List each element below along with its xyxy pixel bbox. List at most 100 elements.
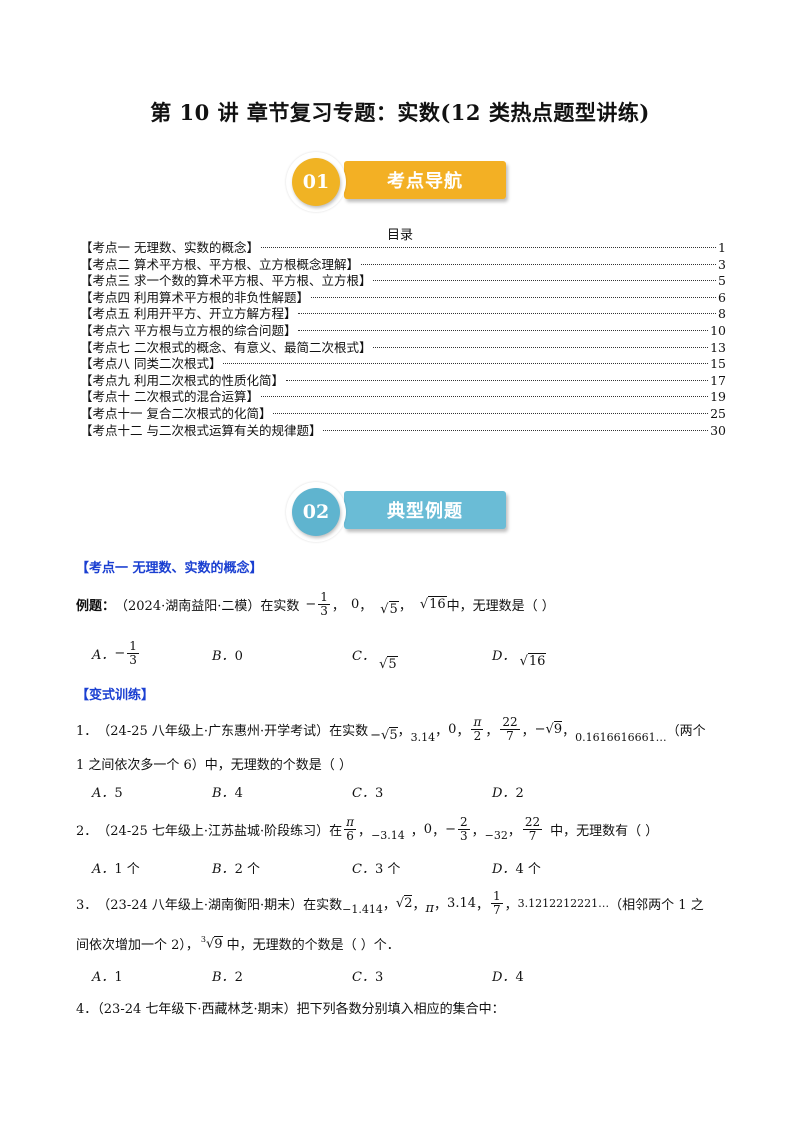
question-1: 1． （24-25 八年级上·广东惠州·开学考试）在实数 −√5 ， 3.14 …: [76, 714, 706, 744]
number: 0: [448, 721, 457, 737]
toc-leader: [223, 363, 709, 365]
number: 3.14: [447, 895, 476, 911]
radicand: 5: [389, 726, 398, 743]
option-letter: C．: [352, 862, 375, 877]
question-number: 4．: [76, 1002, 98, 1017]
option-text: 2 个: [234, 862, 260, 877]
toc-item[interactable]: 【考点一 无理数、实数的概念】1: [80, 240, 726, 257]
toc-label: 【考点三 求一个数的算术平方根、平方根、立方根】: [80, 273, 372, 289]
toc-item[interactable]: 【考点九 利用二次根式的性质化简】 17: [80, 373, 726, 390]
badge-number: 01: [292, 158, 340, 206]
q2-option-b[interactable]: B．2 个: [212, 858, 260, 877]
option-text: 1 个: [114, 862, 140, 877]
toc-page: 5: [718, 273, 726, 289]
toc-page: 30: [710, 422, 726, 438]
numerator: π: [344, 814, 357, 830]
toc-item[interactable]: 【考点三 求一个数的算术平方根、平方根、立方根】 5: [80, 273, 726, 290]
q3-option-c[interactable]: C．3: [352, 966, 383, 985]
toc-item[interactable]: 【考点七 二次根式的概念、有意义、最简二次根式】13: [80, 340, 726, 357]
toc-label: 【考点二 算术平方根、平方根、立方根概念理解】: [80, 256, 359, 272]
toc-item[interactable]: 【考点四 利用算术平方根的非负性解题】6: [80, 290, 726, 307]
minus-sign: −: [114, 646, 126, 661]
section-banner-navigation: 01 考点导航: [286, 152, 512, 212]
question-4: 4．（23-24 七年级下·西藏林芝·期末）把下列各数分别填入相应的集合中：: [76, 998, 505, 1017]
example-label: 例题：: [76, 598, 116, 614]
q1-option-b[interactable]: B．4: [212, 782, 243, 801]
root-index: 3: [200, 935, 206, 945]
option-text: 4: [515, 970, 524, 985]
example-tail: 中，无理数是（ ）: [446, 598, 555, 614]
number: −32: [484, 828, 508, 842]
option-letter: C．: [352, 786, 375, 801]
badge-number: 02: [292, 488, 340, 536]
option-d[interactable]: D． √16: [492, 645, 547, 669]
sqrt-expression: √5: [380, 600, 399, 617]
q2-option-c[interactable]: C．3 个: [352, 858, 400, 877]
option-text: 3: [374, 786, 384, 801]
neg-sqrt: −√5: [370, 726, 398, 743]
toc-item[interactable]: 【考点十二 与二次根式运算有关的规律题】 30: [80, 423, 726, 440]
denominator: 7: [528, 828, 537, 843]
section-title: 【考点一 无理数、实数的概念】: [76, 561, 263, 576]
q2-option-a[interactable]: A．1 个: [92, 858, 140, 877]
option-text: 2: [234, 970, 243, 985]
radicand: 2: [404, 894, 413, 911]
radicand: 16: [527, 653, 547, 669]
q1-option-c[interactable]: C．3: [352, 782, 383, 801]
q1-option-d[interactable]: D．2: [492, 782, 524, 801]
toc-page: 8: [718, 306, 726, 322]
option-text: 2: [515, 786, 524, 801]
line-text: 间依次增加一个 2），: [76, 938, 199, 953]
numerator: 22: [500, 714, 520, 730]
numerator: 2: [458, 814, 470, 830]
toc-item[interactable]: 【考点十 二次根式的混合运算】19: [80, 389, 726, 406]
pi-symbol: π: [425, 900, 435, 916]
numerator: 1: [127, 639, 139, 654]
option-text: 0: [234, 649, 243, 664]
sqrt-expression: √16: [519, 653, 547, 669]
radicand: 16: [428, 595, 447, 612]
q3-option-d[interactable]: D．4: [492, 966, 524, 985]
radicand: 9: [214, 935, 223, 952]
toc-item[interactable]: 【考点二 算术平方根、平方根、立方根概念理解】3: [80, 257, 726, 274]
number: 3.1212212221…: [517, 896, 610, 910]
toc-item[interactable]: 【考点五 利用开平方、开立方解方程】8: [80, 306, 726, 323]
toc-item[interactable]: 【考点八 同类二次根式】15: [80, 356, 726, 373]
toc-label: 【考点九 利用二次根式的性质化简】: [80, 372, 284, 388]
toc-item[interactable]: 【考点六 平方根与立方根的综合问题】10: [80, 323, 726, 340]
denominator: 2: [473, 728, 482, 743]
toc-label: 【考点十二 与二次根式运算有关的规律题】: [80, 422, 322, 438]
option-c[interactable]: C． √5: [352, 645, 398, 672]
option-text: 4: [234, 786, 243, 801]
q2-option-d[interactable]: D．4 个: [492, 858, 541, 877]
toc-leader: [298, 313, 717, 315]
option-letter: A．: [92, 648, 115, 663]
line-text: 中，无理数的个数是（ ）个．: [226, 938, 400, 953]
radicand: 9: [553, 720, 563, 737]
separator: ，: [398, 598, 412, 614]
page-title: 第 10 讲 章节复习专题：实数(12 类热点题型讲练): [150, 100, 650, 125]
toc-label: 【考点六 平方根与立方根的综合问题】: [80, 322, 297, 338]
question-tail: （相邻两个 1 之: [609, 897, 704, 913]
example-source: （2024·湖南益阳·二模）在实数: [115, 598, 300, 614]
toc-leader: [260, 396, 709, 398]
q3-option-a[interactable]: A．1: [92, 966, 123, 985]
option-letter: B．: [212, 649, 235, 664]
q3-option-b[interactable]: B．2: [212, 966, 243, 985]
toc-page: 6: [718, 289, 726, 305]
question-source: （24-25 八年级上·广东惠州·开学考试）在实数: [97, 723, 369, 739]
toc-leader: [260, 247, 717, 248]
question-tail: （两个: [666, 723, 706, 739]
option-letter: B．: [212, 862, 235, 877]
q1-option-a[interactable]: A．5: [92, 782, 123, 801]
question-3: 3． （23-24 八年级上·湖南衡阳·期末）在实数 −1.414 ， √2 ，…: [76, 888, 704, 917]
number: −3.14: [371, 828, 405, 842]
toc-page: 17: [710, 372, 726, 388]
toc-item[interactable]: 【考点十一 复合二次根式的化简】25: [80, 406, 726, 423]
radicand: 5: [388, 600, 399, 617]
option-b[interactable]: B．0: [212, 645, 243, 664]
